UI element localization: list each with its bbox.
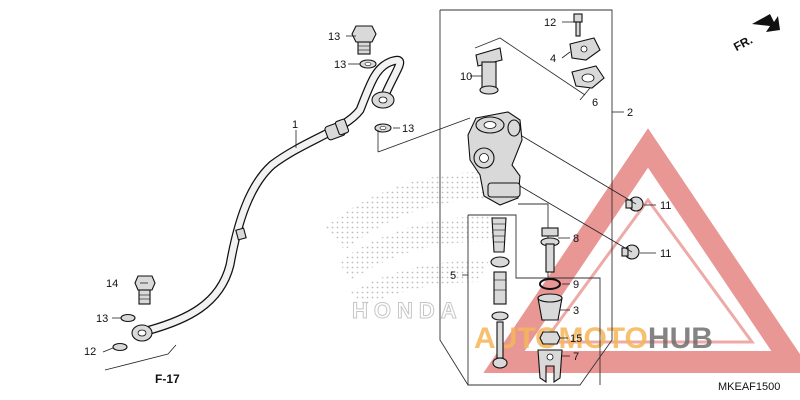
callout-13-lower: 13 <box>96 313 108 325</box>
reservoir-diaphragm <box>571 65 605 89</box>
callout-1: 1 <box>292 119 298 131</box>
callout-10: 7 <box>573 351 579 363</box>
callout-9: 9 <box>573 279 579 291</box>
brake-hose <box>145 55 405 335</box>
honda-wordmark: HONDA <box>352 298 463 323</box>
leader-lines <box>102 21 656 357</box>
lock-nut <box>539 331 561 345</box>
callout-14: 12 <box>544 17 556 29</box>
lower-sealing-washer-2 <box>112 342 128 352</box>
master-cylinder-body <box>467 111 523 206</box>
reference-f17: F-17 <box>155 372 180 386</box>
reservoir-joint <box>475 47 503 95</box>
callout-4: 4 <box>550 53 556 65</box>
callout-11-lower: 11 <box>660 248 671 260</box>
lower-banjo-bolt <box>134 275 156 305</box>
assembly-bracket-5 <box>467 214 601 385</box>
callout-labels: 13 13 13 1 14 13 12 F-17 12 4 10 6 2 11 … <box>84 17 780 393</box>
front-direction-label: FR. <box>731 33 755 54</box>
assembly-bracket-7 <box>474 37 586 96</box>
honda-wing-watermark: HONDA <box>325 172 520 324</box>
upper-sealing-washer-2 <box>374 123 392 133</box>
upper-sealing-washer <box>359 59 377 69</box>
front-direction-indicator: FR. <box>731 14 780 54</box>
callout-13-lower-2: 12 <box>84 346 96 358</box>
callout-5: 5 <box>450 270 456 282</box>
callout-3: 3 <box>573 305 579 317</box>
upper-banjo-fitting <box>371 91 395 109</box>
reference-leader <box>104 344 177 371</box>
callout-7: 10 <box>460 71 472 83</box>
callout-8: 8 <box>573 233 579 245</box>
dust-boot <box>537 293 563 321</box>
reservoir-cover-plate <box>569 37 601 61</box>
upper-banjo-bolt <box>351 25 377 55</box>
callout-6: 6 <box>592 97 598 109</box>
diagram-code: MKEAF1500 <box>718 381 780 393</box>
small-bolt <box>573 13 583 37</box>
callout-12-lower: 14 <box>106 278 118 290</box>
mounting-bolt-lower <box>621 244 640 260</box>
callout-2: 2 <box>627 107 633 119</box>
push-rod <box>492 321 508 369</box>
lower-sealing-washer <box>120 313 136 323</box>
piston-spring <box>491 217 507 253</box>
callout-13-upper-2: 13 <box>402 123 414 135</box>
piston-washer <box>491 311 509 321</box>
piston <box>493 271 507 305</box>
primary-cup <box>490 256 510 268</box>
lower-banjo-fitting <box>131 324 153 342</box>
callout-11-upper: 11 <box>660 200 671 212</box>
assembly-bracket-2 <box>439 9 613 386</box>
watermark-hub: HUB <box>648 322 713 355</box>
callout-12-upper: 13 <box>328 31 340 43</box>
callout-15: 15 <box>570 333 582 345</box>
svg-text:AUTOMOTOHUB: AUTOMOTOHUB <box>474 322 713 355</box>
circlip <box>539 278 561 290</box>
clevis-joint <box>537 349 563 384</box>
callout-13-upper: 13 <box>334 59 346 71</box>
pivot-bolt <box>540 227 560 273</box>
watermark-moto: MOTO <box>558 322 647 355</box>
